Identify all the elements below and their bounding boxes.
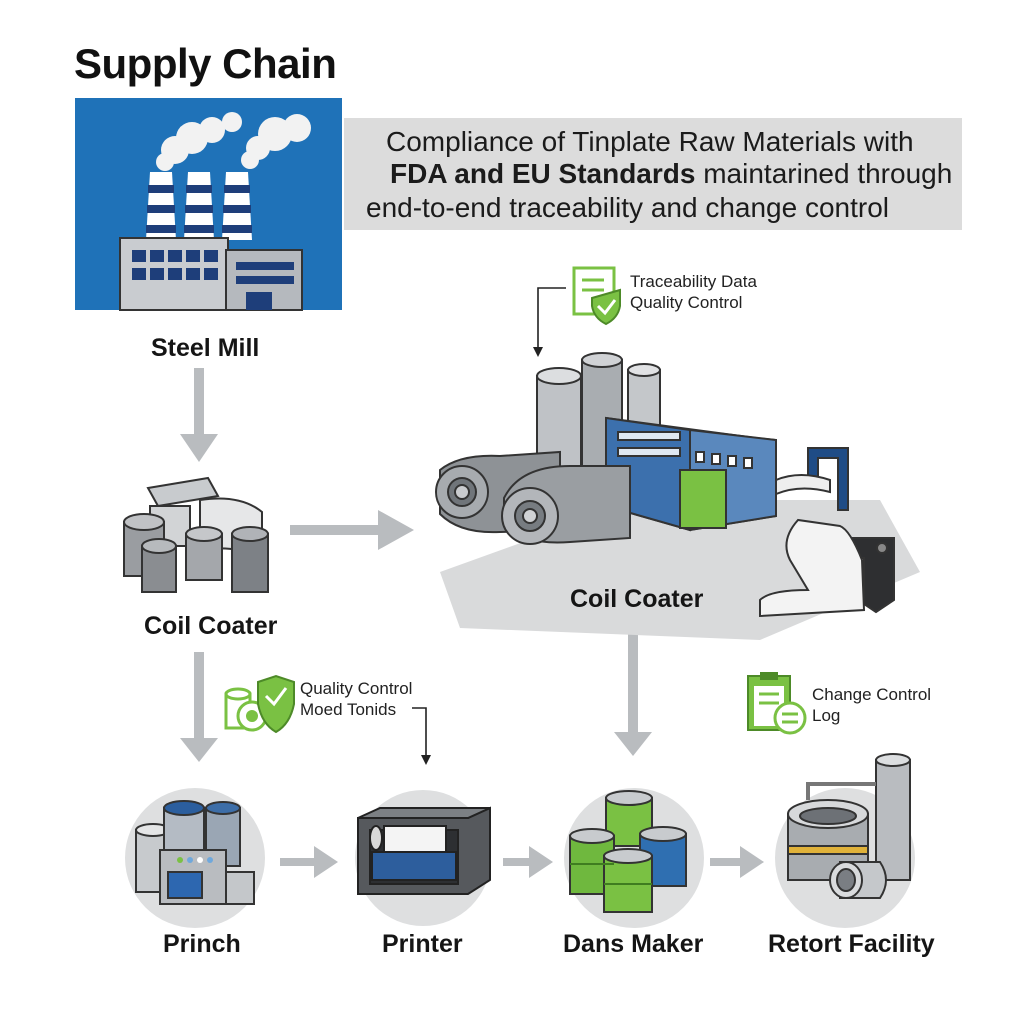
annotation-traceability-line2: Quality Control — [630, 293, 743, 312]
node-label-printer: Printer — [382, 930, 463, 958]
flow-arrows — [180, 368, 764, 878]
change-control-log-icon — [747, 672, 807, 735]
steel-mill-icon — [75, 98, 342, 311]
coil-coater-small-icon — [123, 476, 269, 593]
annotation-traceability-line1: Traceability Data — [630, 272, 757, 291]
node-label-coil-coater-left: Coil Coater — [144, 612, 278, 640]
annotation-qc-line1: Quality Control — [300, 679, 413, 698]
cans-icon — [564, 788, 704, 928]
banner-line-3: end-to-end traceability and change contr… — [366, 192, 890, 223]
banner-line-2-rest: maintarined through — [695, 158, 953, 189]
quality-control-icon — [224, 674, 295, 734]
banner-line-2: FDA and EU Standards maintarined through — [390, 158, 952, 190]
banner-line-1: Compliance of Tinplate Raw Materials wit… — [386, 126, 914, 157]
coil-coater-facility-icon — [435, 352, 920, 640]
compliance-banner: Compliance of Tinplate Raw Materials wit… — [344, 118, 962, 230]
node-label-princh: Princh — [163, 930, 241, 958]
page-title: Supply Chain — [74, 40, 337, 87]
node-label-steel-mill: Steel Mill — [151, 334, 260, 362]
traceability-arrow — [533, 287, 566, 357]
princh-icon — [125, 788, 265, 928]
annotation-change-line2: Log — [812, 706, 841, 725]
annotation-change-line1: Change Control — [812, 685, 932, 704]
annotation-traceability: Traceability Data Quality Control — [630, 271, 757, 313]
annotation-quality-control: Quality Control Moed Tonids — [300, 678, 412, 720]
node-label-retort-facility: Retort Facility — [768, 930, 935, 958]
annotation-change-control: Change Control Log — [812, 684, 931, 726]
retort-icon — [775, 753, 915, 928]
banner-standards: FDA and EU Standards — [390, 158, 696, 189]
quality-control-arrow — [412, 707, 431, 765]
traceability-document-icon — [572, 266, 621, 326]
node-label-coil-coater-main: Coil Coater — [570, 585, 704, 613]
node-label-dans-maker: Dans Maker — [563, 930, 704, 958]
annotation-qc-line2: Moed Tonids — [300, 700, 397, 719]
printer-icon — [355, 790, 491, 926]
